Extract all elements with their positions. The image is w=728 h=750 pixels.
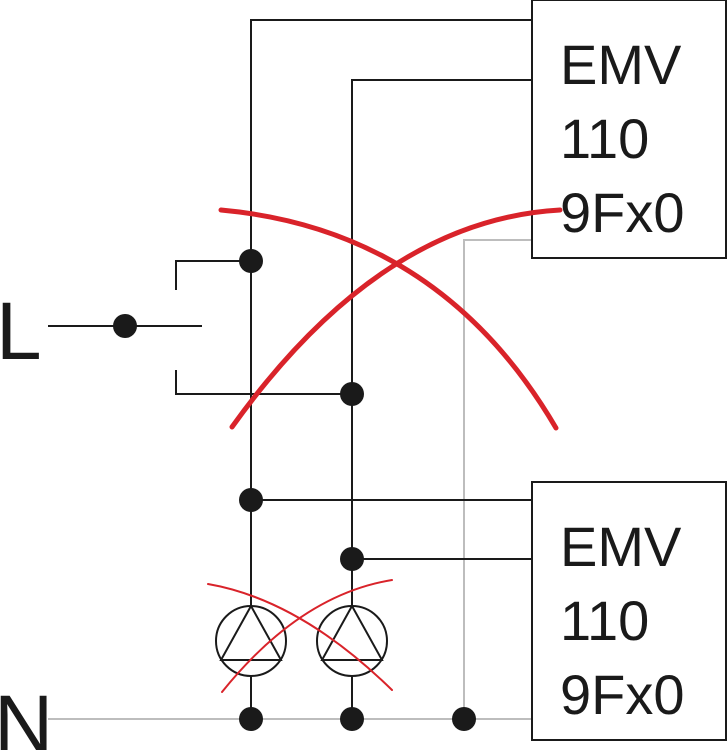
module-label-line3: 9Fx0 <box>560 663 685 726</box>
junction-dot <box>239 249 263 273</box>
emv-module-bottom: EMV 110 9Fx0 <box>531 481 727 741</box>
live-wiring <box>48 19 532 719</box>
junction-dot <box>452 707 476 731</box>
cross-out-mark-small <box>207 579 393 693</box>
junction-dot <box>340 707 364 731</box>
module-label-line3: 9Fx0 <box>560 181 685 244</box>
module-label-line2: 110 <box>560 107 649 170</box>
module-label-line1: EMV <box>560 33 682 96</box>
cross-out-mark-large <box>218 207 563 431</box>
junction-dot <box>113 314 137 338</box>
terminal-label-neutral: N <box>0 679 53 750</box>
lamp-symbol <box>316 603 388 677</box>
module-label-line1: EMV <box>560 515 682 578</box>
junction-dots <box>113 249 476 731</box>
junction-dot <box>239 488 263 512</box>
module-label-line2: 110 <box>560 589 649 652</box>
terminal-label-live: L <box>0 286 42 377</box>
junction-dot <box>340 547 364 571</box>
lamp-symbol <box>215 603 287 677</box>
emv-module-top: EMV 110 9Fx0 <box>531 0 727 259</box>
junction-dot <box>239 707 263 731</box>
junction-dot <box>340 382 364 406</box>
